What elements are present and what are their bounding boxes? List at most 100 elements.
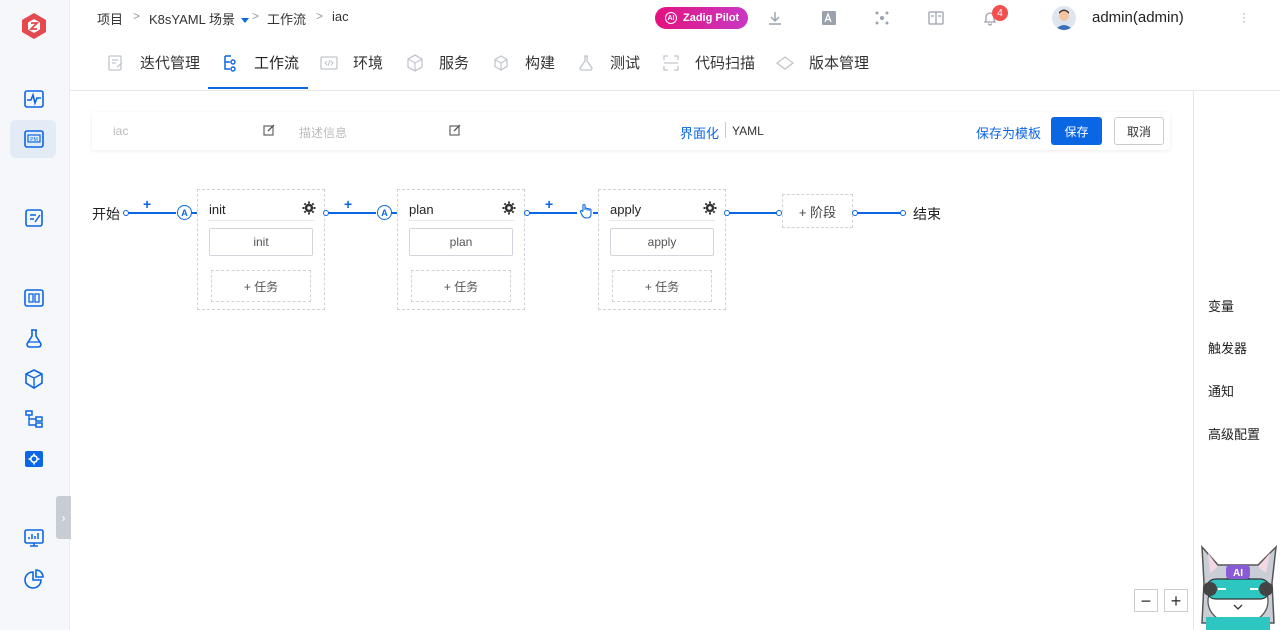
breadcrumb-separator: >	[252, 9, 260, 23]
connector-line	[128, 212, 176, 214]
gear-icon[interactable]	[703, 201, 717, 215]
pipeline-end: 结束	[913, 206, 941, 222]
active-tab-indicator	[208, 87, 308, 89]
mascot-ai-label: AI	[1233, 568, 1243, 579]
connector-line	[729, 212, 777, 214]
network-icon[interactable]	[872, 8, 892, 28]
stage-divider	[208, 220, 314, 221]
mode-yaml-toggle[interactable]: YAML	[732, 124, 764, 138]
zoom-in-button[interactable]: +	[1164, 589, 1188, 612]
add-stage-plus[interactable]: +	[143, 196, 152, 212]
monitor-icon[interactable]	[21, 525, 47, 551]
edit-icon[interactable]	[449, 124, 461, 136]
add-job-button[interactable]: + 任务	[612, 270, 712, 302]
tab-release[interactable]: 版本管理	[775, 35, 869, 90]
pilot-label: Zadig Pilot	[683, 12, 740, 24]
save-as-template-button[interactable]: 保存为模板	[976, 126, 1042, 141]
stage-card[interactable]: apply apply + 任务	[598, 189, 726, 310]
document-edit-icon[interactable]	[21, 205, 47, 231]
tab-label: 版本管理	[809, 55, 870, 72]
environment-icon	[319, 53, 339, 73]
translate-icon[interactable]	[819, 8, 839, 28]
left-sidebar: PM ›	[0, 0, 71, 630]
tab-label: 服务	[439, 55, 470, 72]
stage-card[interactable]: plan plan + 任务	[397, 189, 525, 310]
breadcrumb-separator: >	[316, 9, 324, 23]
more-vertical-icon[interactable]: ···	[1242, 6, 1246, 28]
zadig-logo[interactable]	[20, 12, 48, 40]
tab-workflow[interactable]: 工作流	[220, 35, 299, 90]
edit-icon[interactable]	[263, 124, 275, 136]
breadcrumb-project-name[interactable]: K8sYAML 场景	[149, 9, 249, 28]
gear-icon[interactable]	[302, 201, 316, 215]
sprint-icon	[106, 53, 126, 73]
test-icon	[576, 53, 596, 73]
mode-ui-toggle[interactable]: 界面化	[680, 126, 720, 141]
book-icon[interactable]	[926, 8, 946, 28]
tab-build[interactable]: 构建	[491, 35, 555, 90]
tab-label: 迭代管理	[140, 55, 201, 72]
workflow-description-field[interactable]: 描述信息	[299, 126, 348, 140]
connector-dot	[776, 210, 782, 216]
pie-chart-icon[interactable]	[21, 566, 47, 592]
project-manage-icon[interactable]: PM	[21, 126, 47, 152]
job-card[interactable]: plan	[409, 228, 513, 256]
add-stage-plus[interactable]: +	[344, 196, 353, 212]
dashboard-icon[interactable]	[21, 285, 47, 311]
pulse-icon[interactable]	[21, 86, 47, 112]
add-job-button[interactable]: + 任务	[411, 270, 511, 302]
job-card[interactable]: init	[209, 228, 313, 256]
pipeline-tree-icon[interactable]	[21, 406, 47, 432]
add-job-button[interactable]: + 任务	[211, 270, 311, 302]
ai-assistant-mascot[interactable]: AI	[1196, 543, 1280, 630]
avatar[interactable]	[1052, 6, 1076, 30]
stage-divider	[408, 220, 514, 221]
flask-icon[interactable]	[21, 325, 47, 351]
approval-icon[interactable]: A	[177, 205, 192, 220]
connector-line	[529, 212, 577, 214]
tab-sprint[interactable]: 迭代管理	[106, 35, 200, 90]
sidebar-expand-toggle[interactable]: ›	[56, 496, 71, 539]
zoom-out-button[interactable]: −	[1134, 589, 1158, 612]
panel-variables[interactable]: 变量	[1208, 299, 1235, 314]
panel-notifications[interactable]: 通知	[1208, 384, 1235, 399]
connector-dot	[900, 210, 906, 216]
hand-pointer-icon[interactable]	[579, 203, 593, 219]
workflow-icon	[220, 53, 240, 73]
tab-environment[interactable]: 环境	[319, 35, 383, 90]
settings-panel-icon[interactable]	[21, 446, 47, 472]
top-bar: 项目 > K8sYAML 场景 > 工作流 > iac AI Zadig Pil…	[70, 0, 1280, 35]
package-icon[interactable]	[21, 366, 47, 392]
workflow-name-field[interactable]: iac	[113, 124, 129, 138]
connector-line	[593, 212, 598, 214]
gear-icon[interactable]	[502, 201, 516, 215]
stage-card[interactable]: init init + 任务	[197, 189, 325, 310]
job-card[interactable]: apply	[610, 228, 714, 256]
panel-triggers[interactable]: 触发器	[1208, 341, 1248, 356]
breadcrumb-projects[interactable]: 项目	[97, 12, 124, 27]
breadcrumb-separator: >	[133, 9, 141, 23]
breadcrumb-current: iac	[332, 9, 349, 24]
breadcrumb-workflows[interactable]: 工作流	[267, 12, 307, 27]
tab-test[interactable]: 测试	[576, 35, 640, 90]
scan-icon	[661, 53, 681, 73]
chevron-right-icon: ›	[61, 510, 66, 525]
tab-label: 代码扫描	[695, 55, 756, 72]
add-stage-plus[interactable]: +	[545, 196, 554, 212]
zadig-pilot-button[interactable]: AI Zadig Pilot	[655, 7, 748, 29]
build-icon	[491, 53, 511, 73]
cancel-button[interactable]: 取消	[1114, 117, 1164, 145]
pilot-ai-icon: AI	[665, 12, 677, 24]
save-button[interactable]: 保存	[1051, 117, 1102, 145]
download-icon[interactable]	[765, 8, 785, 28]
connector-line	[857, 212, 902, 214]
tab-code-scan[interactable]: 代码扫描	[661, 35, 755, 90]
add-stage-button[interactable]: + 阶段	[782, 194, 853, 228]
panel-advanced-config[interactable]: 高级配置	[1208, 427, 1261, 442]
stage-divider	[609, 220, 715, 221]
user-name[interactable]: admin(admin)	[1092, 9, 1184, 26]
breadcrumb-project-label: K8sYAML 场景	[149, 12, 235, 27]
tab-service[interactable]: 服务	[405, 35, 469, 90]
approval-icon[interactable]: A	[377, 205, 392, 220]
